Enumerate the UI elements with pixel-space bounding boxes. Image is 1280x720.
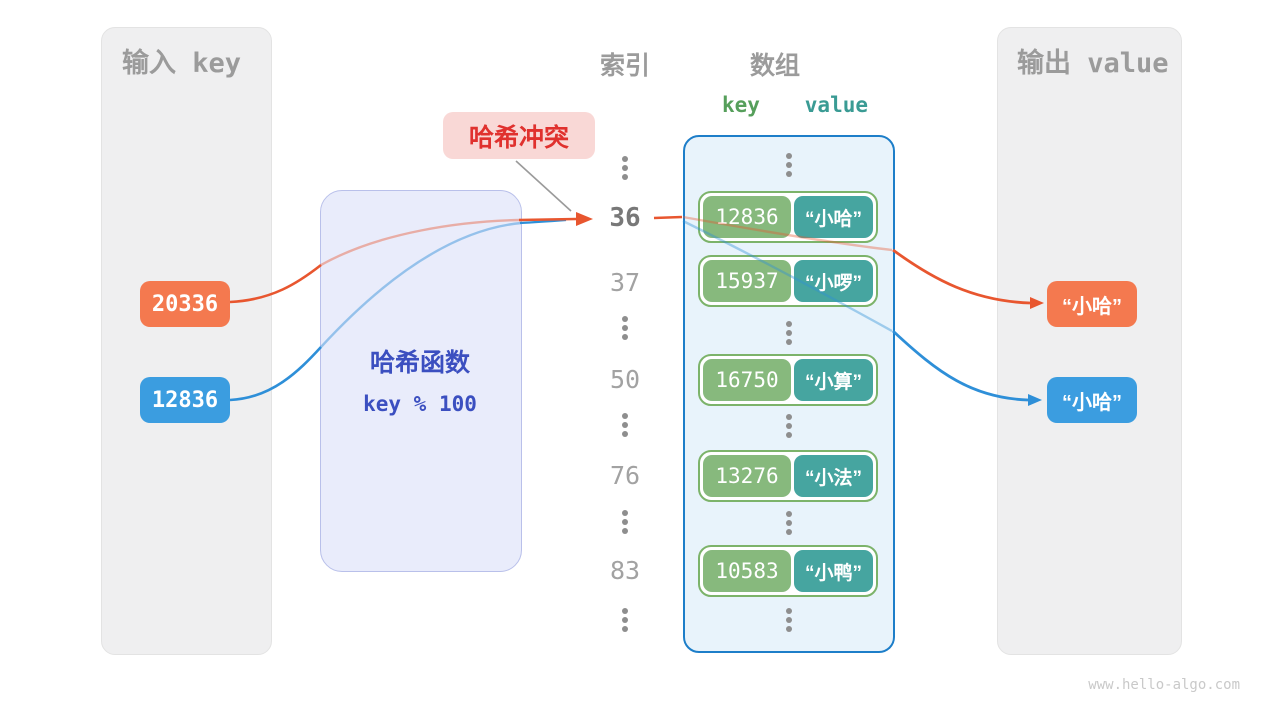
output-value-text: “小哈” (1062, 295, 1122, 318)
hash-function-title: 哈希函数 (369, 349, 470, 377)
input-key-12836: 12836 (140, 377, 230, 423)
array-kv-header: key value (722, 93, 868, 117)
pair-key: 12836 (703, 196, 791, 238)
pair-key: 10583 (703, 550, 791, 592)
ellipsis-icon (622, 156, 628, 180)
ellipsis-icon (786, 153, 792, 177)
watermark: www.hello-algo.com (1088, 677, 1240, 693)
pair-key: 16750 (703, 359, 791, 401)
ellipsis-icon (622, 413, 628, 437)
pair-value: “小法” (794, 455, 873, 497)
array-title: 数组 (749, 52, 800, 80)
output-panel (997, 27, 1182, 655)
array-pair-row: 12836 “小哈” (698, 191, 878, 243)
ellipsis-icon (786, 608, 792, 632)
array-pair-row: 16750 “小算” (698, 354, 878, 406)
index-column-title: 索引 (599, 52, 650, 80)
output-value-orange: “小哈” (1047, 281, 1137, 327)
hash-function-formula: key % 100 (363, 392, 477, 416)
array-pair-row: 15937 “小啰” (698, 255, 878, 307)
ellipsis-icon (786, 414, 792, 438)
ellipsis-icon (622, 608, 628, 632)
input-key-20336: 20336 (140, 281, 230, 327)
input-key-text: 12836 (151, 387, 219, 413)
ellipsis-icon (786, 511, 792, 535)
arrowhead-to-index (576, 212, 593, 226)
index-37: 37 (609, 268, 641, 297)
pair-value: “小啰” (794, 260, 873, 302)
ellipsis-icon (786, 321, 792, 345)
ellipsis-icon (622, 316, 628, 340)
ellipsis-icon (622, 510, 628, 534)
index-36: 36 (609, 203, 641, 233)
pair-value: “小哈” (794, 196, 873, 238)
output-value-text: “小哈” (1062, 391, 1122, 414)
index-50: 50 (609, 365, 641, 394)
key-header: key (722, 93, 760, 117)
value-header: value (804, 93, 868, 117)
array-pair-row: 13276 “小法” (698, 450, 878, 502)
input-key-text: 20336 (151, 291, 219, 317)
output-panel-title: 输出 value (1017, 48, 1169, 79)
pair-key: 15937 (703, 260, 791, 302)
hash-function-box (320, 190, 522, 572)
output-value-blue: “小哈” (1047, 377, 1137, 423)
pair-value: “小鸭” (794, 550, 873, 592)
index-76: 76 (609, 461, 641, 490)
input-panel (101, 27, 272, 655)
input-panel-title: 输入 key (122, 48, 242, 79)
collision-label: 哈希冲突 (443, 112, 595, 159)
array-pair-row: 10583 “小鸭” (698, 545, 878, 597)
pair-value: “小算” (794, 359, 873, 401)
pair-key: 13276 (703, 455, 791, 497)
index-83: 83 (609, 556, 641, 585)
